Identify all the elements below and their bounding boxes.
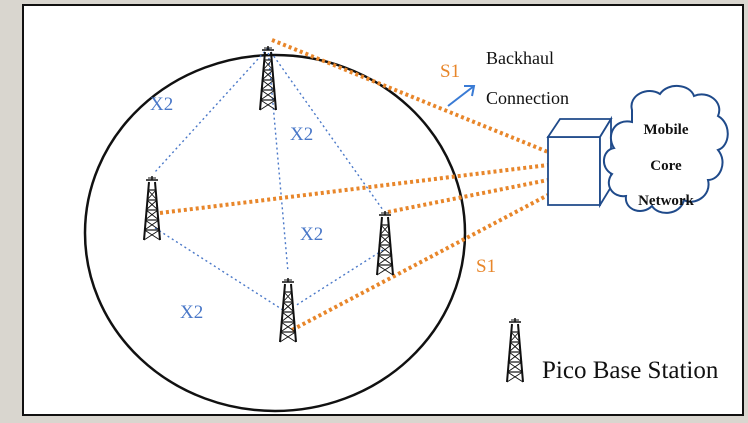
arrow-icon — [447, 85, 476, 107]
cloud-label-line2: Core — [650, 158, 682, 174]
x2-link — [154, 227, 284, 311]
diagram-panel — [22, 4, 744, 416]
x2-link — [294, 249, 384, 307]
x2-link — [267, 47, 289, 273]
x2-label: X2 — [290, 124, 313, 145]
cloud-label-line3: Network — [638, 193, 694, 209]
s1-link — [291, 193, 549, 332]
backhaul-label-line1: Backhaul — [486, 48, 554, 68]
pico-base-station-icon — [279, 277, 297, 343]
x2-link — [267, 47, 384, 211]
cloud-label-line1: Mobile — [644, 122, 689, 138]
s1-links — [159, 38, 549, 332]
pico-base-station-icon — [143, 175, 161, 241]
legend-label: Pico Base Station — [542, 357, 719, 384]
s1-label: S1 — [440, 61, 460, 82]
backhaul-label-line2: Connection — [486, 88, 569, 108]
x2-label: X2 — [300, 224, 323, 245]
x2-label: X2 — [180, 302, 203, 323]
s1-label: S1 — [476, 256, 496, 277]
s1-link — [271, 38, 549, 154]
legend-tower-icon — [506, 317, 524, 383]
coverage-area-ellipse — [83, 53, 467, 413]
s1-link — [387, 178, 549, 214]
s1-link — [159, 163, 549, 215]
gateway-box-icon — [546, 115, 613, 209]
x2-label: X2 — [150, 94, 173, 115]
cloud-icon — [603, 85, 729, 214]
pico-base-station-icon — [376, 210, 394, 276]
x2-links — [154, 47, 384, 311]
